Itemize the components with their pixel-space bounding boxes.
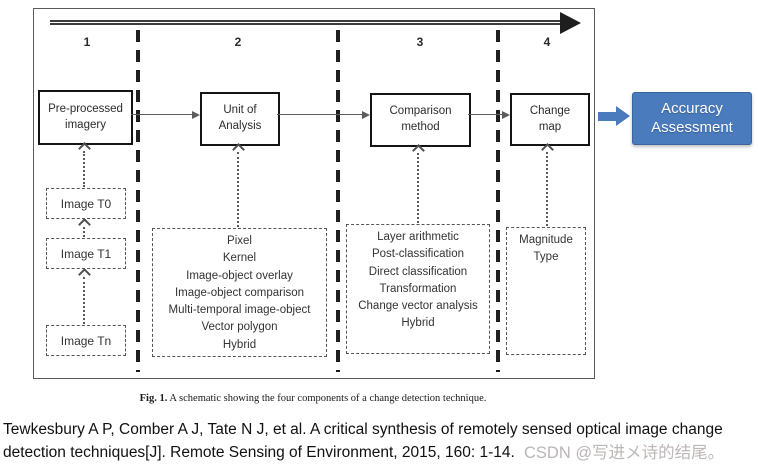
dotted-arrow-t1-to-t0 <box>83 227 85 237</box>
dotted-arrow-tn-to-t1 <box>83 277 85 324</box>
unit-option: Multi-temporal image-object <box>168 304 311 316</box>
comparison-option: Change vector analysis <box>358 300 478 312</box>
box-unit-of-analysis: Unit of Analysis <box>200 92 280 146</box>
section-number-1: 1 <box>83 35 91 49</box>
box-change-map: Change map <box>510 93 590 146</box>
citation-line-1: Tewkesbury A P, Comber A J, Tate N J, et… <box>3 421 723 438</box>
process-flow-arrow <box>50 20 566 25</box>
figure-caption-prefix: Fig. 1. <box>139 393 168 404</box>
section-number-3: 3 <box>416 35 424 49</box>
unit-option: Image-object comparison <box>174 286 305 299</box>
box-label-line: Pre-processed <box>48 102 123 115</box>
unit-option: Kernel <box>222 252 257 265</box>
figure-caption: Fig. 1. A schematic showing the four com… <box>33 393 593 404</box>
image-box-label: Image T1 <box>60 246 112 261</box>
blue-arrow <box>598 112 616 121</box>
accuracy-label-line: Accuracy <box>661 99 723 117</box>
connector-arrowhead-1-icon <box>192 110 200 119</box>
box-preprocessed-imagery: Pre-processed imagery <box>38 90 133 145</box>
blue-arrowhead-icon <box>616 106 630 126</box>
box-map-options: Magnitude Type <box>506 227 586 355</box>
dotted-arrow-comparison-options <box>417 153 419 223</box>
box-accuracy-assessment: Accuracy Assessment <box>632 92 752 145</box>
connector-arrowhead-3-icon <box>502 110 510 119</box>
unit-option: Vector polygon <box>201 321 278 334</box>
section-divider-1 <box>136 30 140 372</box>
box-label-line: method <box>401 121 440 133</box>
unit-option: Image-object overlay <box>186 269 293 282</box>
box-image-t1: Image T1 <box>46 238 126 269</box>
citation-line-2: detection techniques[J]. Remote Sensing … <box>3 444 515 461</box>
image-box-label: Image Tn <box>60 333 112 348</box>
box-label-line: map <box>538 120 562 133</box>
image-box-label: Image T0 <box>60 196 112 211</box>
box-image-t0: Image T0 <box>46 188 126 219</box>
comparison-option: Direct classification <box>368 265 468 278</box>
comparison-option: Layer arithmetic <box>377 231 459 243</box>
csdn-watermark: CSDN @写进メ诗的结尾。 <box>524 444 725 462</box>
section-number-2: 2 <box>234 35 242 49</box>
connector-arrowhead-2-icon <box>362 110 370 119</box>
section-divider-3 <box>496 30 500 372</box>
dotted-arrow-unit-options <box>237 152 239 227</box>
box-label-line: imagery <box>65 118 106 131</box>
unit-option: Hybrid <box>222 338 257 351</box>
section-divider-2 <box>336 30 340 372</box>
comparison-option: Hybrid <box>401 317 435 330</box>
map-option: Type <box>533 251 559 264</box>
process-flow-arrowhead-icon <box>560 12 581 34</box>
box-image-tn: Image Tn <box>46 325 126 356</box>
box-label-line: Analysis <box>218 120 262 132</box>
section-number-4: 4 <box>543 35 551 49</box>
comparison-option: Transformation <box>379 282 457 295</box>
dotted-arrow-map-options <box>546 152 548 226</box>
dotted-arrow-t0-to-imagery <box>83 151 85 187</box>
accuracy-label-line: Assessment <box>651 118 733 136</box>
connector-arrow-1 <box>131 114 192 115</box>
box-comparison-method: Comparison method <box>370 93 471 147</box>
box-unit-options: Pixel Kernel Image-object overlay Image-… <box>152 228 327 357</box>
figure-caption-text: A schematic showing the four components … <box>167 393 487 404</box>
box-label-line: Unit of <box>223 104 257 117</box>
comparison-option: Post-classification <box>371 248 465 261</box>
box-label-line: Change <box>529 104 571 117</box>
box-comparison-options: Layer arithmetic Post-classification Dir… <box>346 224 490 354</box>
connector-arrow-3 <box>468 114 502 115</box>
unit-option: Pixel <box>227 235 252 247</box>
box-label-line: Comparison <box>389 105 452 118</box>
connector-arrow-2 <box>277 114 362 115</box>
map-option: Magnitude <box>519 234 573 246</box>
